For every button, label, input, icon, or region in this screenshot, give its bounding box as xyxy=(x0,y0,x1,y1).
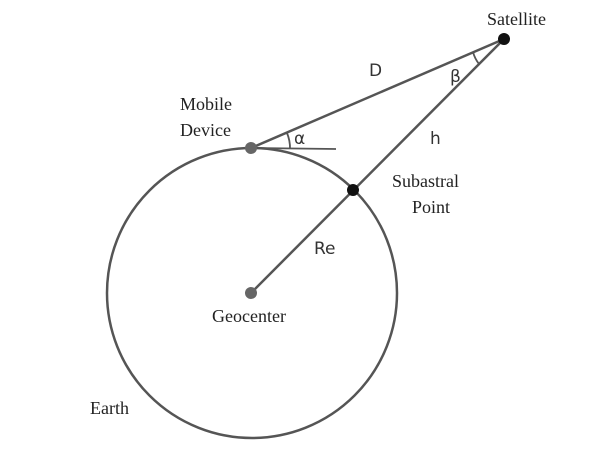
height-symbol: h xyxy=(430,129,441,149)
mobile-device-label-line1: Mobile xyxy=(180,94,232,114)
alpha-symbol: α xyxy=(294,129,305,149)
radius-symbol: Re xyxy=(314,239,336,259)
alpha-angle-arc xyxy=(286,132,291,150)
distance-symbol: D xyxy=(369,61,382,81)
line-device-to-satellite xyxy=(250,37,505,150)
mobile-device-point xyxy=(245,142,257,154)
satellite-label: Satellite xyxy=(487,9,546,29)
geocenter-point xyxy=(245,287,257,299)
beta-angle-arc xyxy=(472,51,480,65)
satellite-point xyxy=(498,33,510,45)
mobile-device-label-line2: Device xyxy=(180,120,231,140)
subastral-label-line1: Subastral xyxy=(392,171,459,191)
tangent-line xyxy=(250,147,337,150)
subastral-point xyxy=(347,184,359,196)
geocenter-label: Geocenter xyxy=(212,306,286,326)
line-geocenter-to-satellite xyxy=(250,38,505,294)
beta-symbol: β xyxy=(450,67,461,87)
earth-label: Earth xyxy=(90,398,129,418)
subastral-label-line2: Point xyxy=(412,197,450,217)
